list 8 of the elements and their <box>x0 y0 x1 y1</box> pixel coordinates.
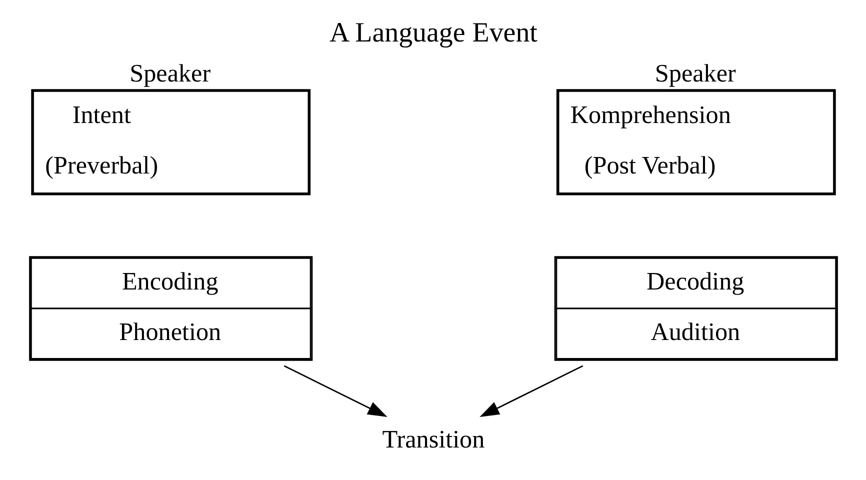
arrow <box>479 365 583 417</box>
node-label: Speaker <box>654 60 736 88</box>
diagram-title: A Language Event <box>329 18 537 49</box>
node-box: Komprehension (Post Verbal) <box>556 89 836 196</box>
node-label: Speaker <box>129 60 210 88</box>
arrow <box>283 365 387 417</box>
node-box: Intent (Preverbal) <box>30 89 310 196</box>
node-text: Transition <box>382 426 484 454</box>
